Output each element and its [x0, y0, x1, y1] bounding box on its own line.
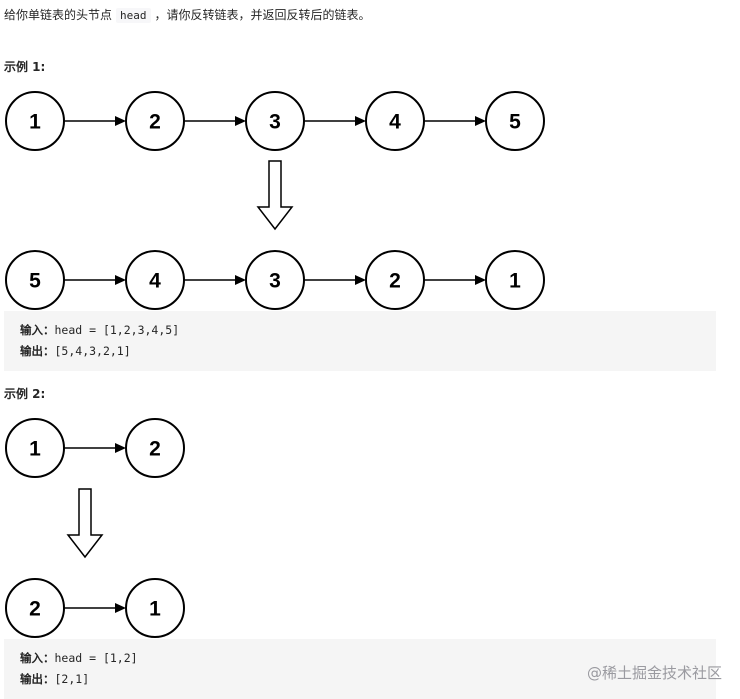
node-value: 2 — [389, 270, 401, 293]
node-value: 1 — [509, 270, 521, 293]
list-node: 2 — [365, 250, 425, 310]
link-arrowhead — [475, 275, 486, 285]
link-arrowhead — [115, 443, 126, 453]
list-node: 3 — [245, 250, 305, 310]
link-arrowhead — [235, 275, 246, 285]
list-node: 5 — [5, 250, 65, 310]
node-value: 4 — [389, 111, 401, 134]
list-node: 2 — [5, 578, 65, 638]
node-value: 1 — [29, 438, 41, 461]
example-1-io-box: 输入：head = [1,2,3,4,5] 输出：[5,4,3,2,1] — [4, 311, 716, 371]
example-1-input-label: 输入： — [20, 323, 55, 337]
list-node: 2 — [125, 418, 185, 478]
node-value: 2 — [29, 598, 41, 621]
list-node: 4 — [365, 91, 425, 151]
node-value: 5 — [509, 111, 521, 134]
example-2-input-label: 输入： — [20, 651, 55, 665]
link-arrowhead — [235, 116, 246, 126]
example-2-title: 示例 2: — [4, 387, 46, 401]
list-node: 1 — [125, 578, 185, 638]
example-1-title: 示例 1: — [4, 60, 46, 74]
watermark: @稀土掘金技术社区 — [586, 664, 722, 682]
node-value: 3 — [269, 270, 281, 293]
reverse-down-arrow-icon — [66, 488, 104, 559]
list-node: 3 — [245, 91, 305, 151]
node-value: 1 — [29, 111, 41, 134]
list-node: 4 — [125, 250, 185, 310]
link-arrowhead — [475, 116, 486, 126]
node-value: 3 — [269, 111, 281, 134]
list-node: 1 — [485, 250, 545, 310]
example-1-output-line: 输出：[5,4,3,2,1] — [20, 341, 716, 362]
link-arrowhead — [115, 275, 126, 285]
list-node: 1 — [5, 418, 65, 478]
node-value: 1 — [149, 598, 161, 621]
example-2-output-value: [2,1] — [54, 672, 90, 686]
node-value: 2 — [149, 111, 161, 134]
intro-text-after: ，请你反转链表，并返回反转后的链表。 — [154, 8, 371, 22]
list-node: 5 — [485, 91, 545, 151]
node-value: 4 — [149, 270, 161, 293]
example-2-io-box: 输入：head = [1,2] 输出：[2,1] — [4, 639, 716, 699]
node-value: 2 — [149, 438, 161, 461]
link-arrowhead — [355, 275, 366, 285]
link-arrowhead — [115, 116, 126, 126]
example-2-output-label: 输出： — [20, 672, 55, 686]
node-value: 5 — [29, 270, 41, 293]
example-2-input-line: 输入：head = [1,2] — [20, 648, 716, 669]
example-1-output-value: [5,4,3,2,1] — [54, 344, 131, 358]
reverse-down-arrow-icon — [256, 160, 294, 231]
inline-code-head: head — [116, 8, 151, 23]
example-2-output-line: 输出：[2,1] — [20, 669, 716, 690]
link-arrowhead — [115, 603, 126, 613]
link-arrowhead — [355, 116, 366, 126]
example-2-input-value: head = [1,2] — [54, 651, 138, 665]
list-node: 1 — [5, 91, 65, 151]
example-1-input-value: head = [1,2,3,4,5] — [54, 323, 180, 337]
example-1-input-line: 输入：head = [1,2,3,4,5] — [20, 320, 716, 341]
list-node: 2 — [125, 91, 185, 151]
intro-text-before: 给你单链表的头节点 — [4, 8, 113, 22]
example-1-output-label: 输出： — [20, 344, 55, 358]
